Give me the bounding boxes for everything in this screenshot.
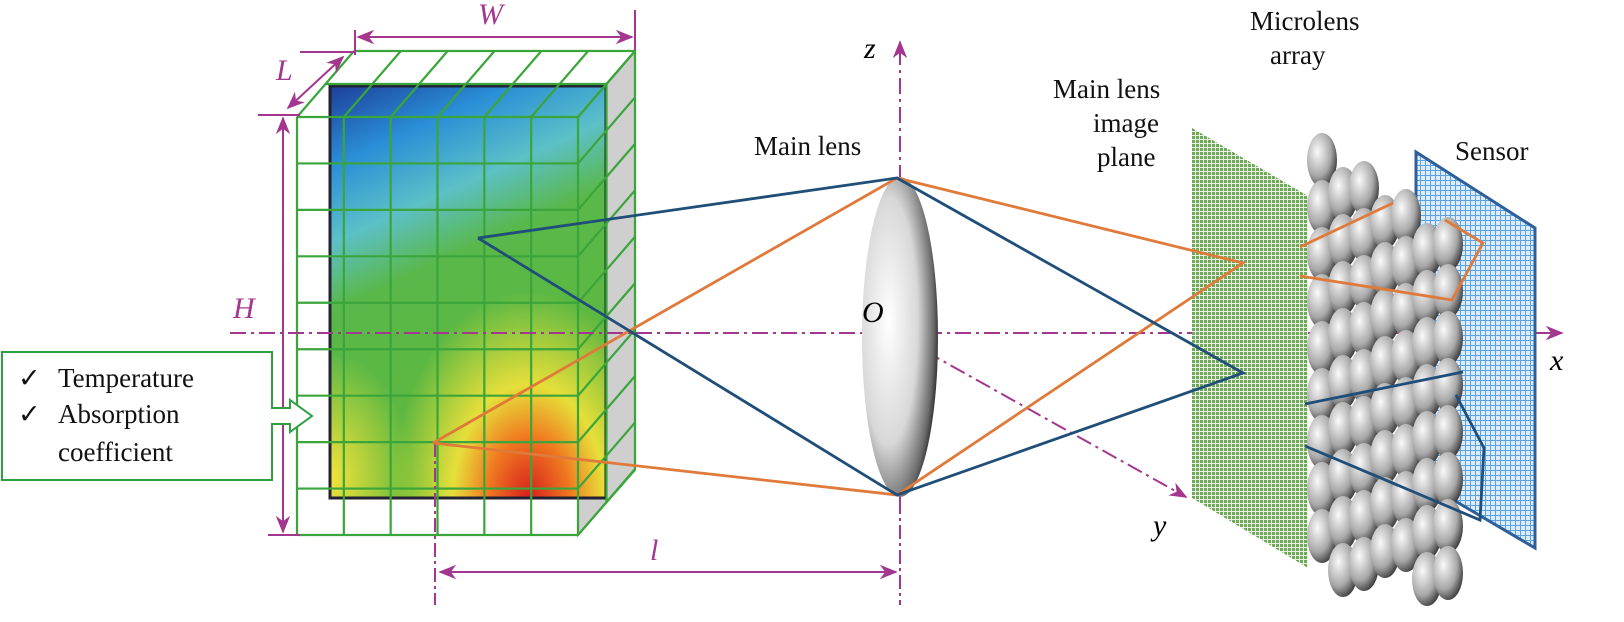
label-y-axis: y	[1150, 509, 1167, 542]
ray-blue-micro-1	[1304, 370, 1464, 406]
label-height: H	[232, 292, 257, 325]
label-image-plane-2: image	[1093, 108, 1159, 138]
main-lens	[862, 177, 938, 497]
microlens	[1307, 133, 1337, 187]
ray-blue-micro-2	[1304, 394, 1486, 523]
microlens	[1391, 189, 1421, 243]
label-image-plane-3: plane	[1097, 142, 1155, 172]
label-z-axis: z	[863, 32, 876, 65]
label-origin: O	[862, 296, 884, 329]
main-lens-image-plane	[1192, 128, 1308, 568]
microlens	[1433, 311, 1463, 365]
label-length: L	[275, 54, 293, 87]
microlens	[1433, 405, 1463, 459]
rays	[432, 176, 1486, 523]
ray-orange-micro-2	[1299, 218, 1485, 302]
microlens	[1433, 358, 1463, 412]
microlens	[1349, 161, 1379, 215]
microlens	[1433, 499, 1463, 553]
check-icon: ✓	[18, 399, 41, 429]
input-properties-box: ✓ Temperature ✓ Absorption coefficient	[1, 351, 314, 481]
label-x-axis: x	[1549, 344, 1564, 377]
property-absorption: Absorption	[58, 399, 180, 429]
volume-grid	[295, 49, 637, 537]
ray-blue	[477, 176, 1247, 497]
label-microlens-2: array	[1270, 40, 1326, 70]
microlens	[1433, 217, 1463, 271]
ray-orange-upper	[432, 176, 1247, 497]
microlens	[1433, 452, 1463, 506]
label-distance: l	[650, 534, 658, 567]
label-main-lens: Main lens	[754, 131, 861, 161]
microlens	[1433, 546, 1463, 600]
microlens	[1433, 264, 1463, 318]
property-coefficient: coefficient	[58, 437, 173, 467]
label-image-plane-1: Main lens	[1053, 74, 1160, 104]
label-width: W	[478, 0, 506, 31]
label-microlens-1: Microlens	[1250, 6, 1359, 36]
participating-medium-volume	[295, 48, 637, 538]
property-temperature: Temperature	[58, 363, 194, 393]
check-icon: ✓	[18, 363, 41, 393]
label-sensor: Sensor	[1455, 136, 1529, 166]
microlens-array	[1307, 133, 1463, 606]
ray-orange-micro-1	[1299, 201, 1394, 249]
